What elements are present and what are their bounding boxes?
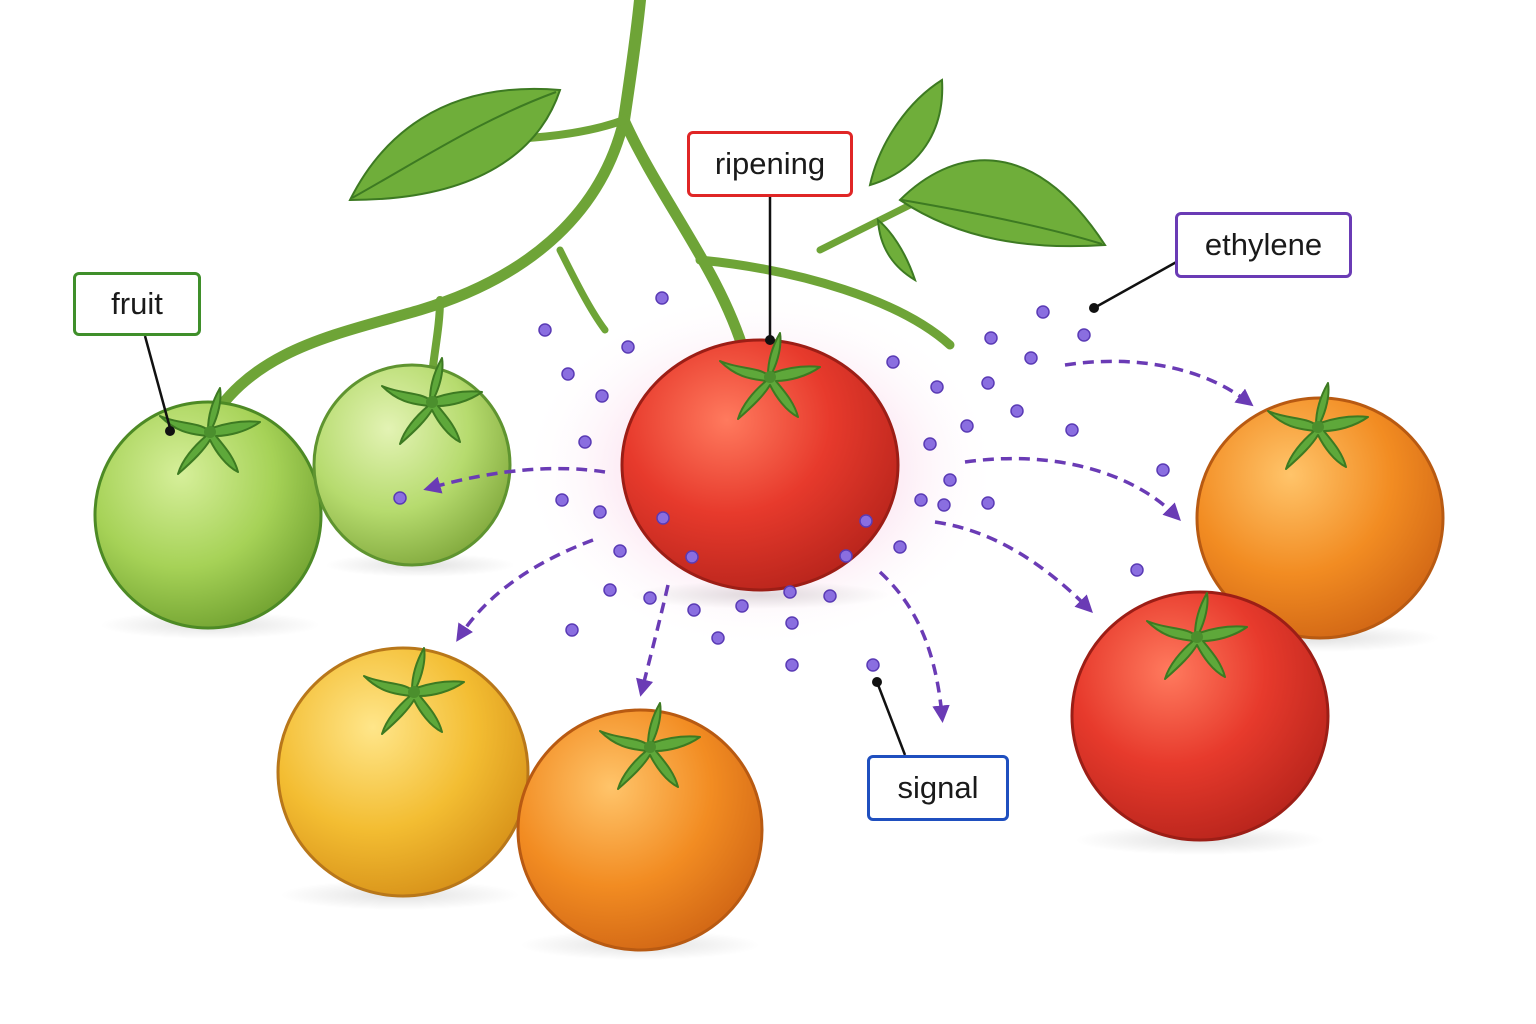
yellow-tomato	[276, 646, 530, 898]
central-red-tomato	[620, 332, 900, 592]
green-tomato-right	[312, 357, 512, 567]
label-fruit: fruit	[73, 272, 201, 336]
label-ethylene: ethylene	[1175, 212, 1352, 278]
orange-tomato-right	[1195, 382, 1445, 640]
label-ripening: ripening	[687, 131, 853, 197]
green-tomato-left	[93, 387, 323, 630]
leaf-icon	[348, 87, 562, 202]
orange-tomato-bottom	[516, 702, 764, 952]
ethylene-molecules	[393, 291, 1170, 672]
red-tomato-right	[1070, 590, 1330, 842]
arrow-icon	[423, 359, 1254, 723]
leaf-icon	[868, 78, 944, 283]
leaf-icon	[898, 159, 1107, 248]
leader-lines	[143, 197, 1181, 756]
label-signal: signal	[867, 755, 1009, 821]
